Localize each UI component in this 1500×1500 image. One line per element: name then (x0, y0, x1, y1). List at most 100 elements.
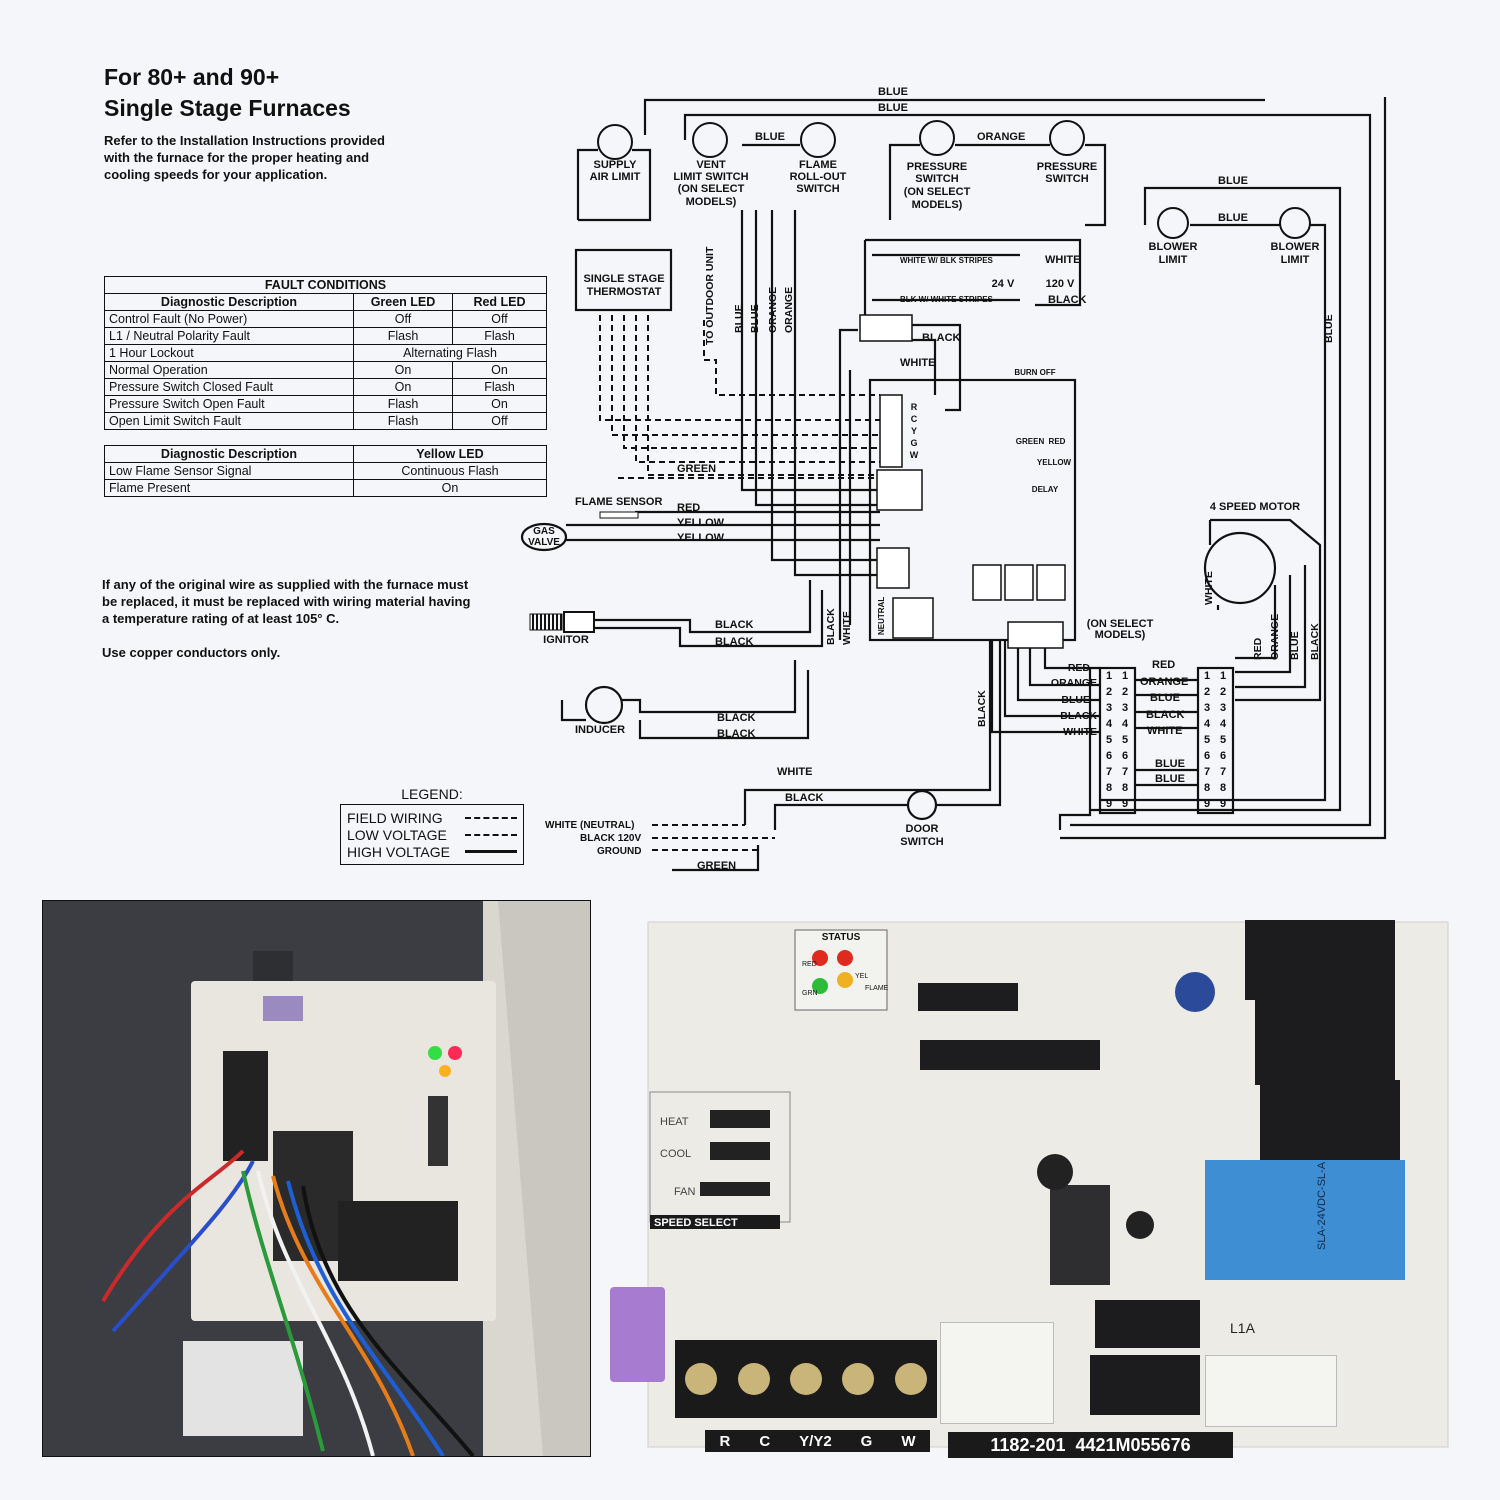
rollout-switch-icon (800, 122, 836, 158)
screw-terminal-icon[interactable] (737, 1363, 770, 1395)
fault-conditions-table: FAULT CONDITIONS Diagnostic Description … (104, 276, 547, 430)
screw-terminal-icon[interactable] (894, 1363, 927, 1395)
intro-text: Refer to the Installation Instructions p… (104, 133, 385, 182)
ignitor-icon (529, 613, 563, 631)
wire-black-v: BLACK (1309, 623, 1321, 660)
wire-black: BLACK (785, 792, 824, 804)
pin-9: 9 (1106, 798, 1112, 810)
wire-white-v: WHITE (1203, 571, 1215, 605)
ignitor-plug-icon (563, 611, 595, 633)
fault-desc: Pressure Switch Open Fault (104, 395, 354, 413)
ic-chip (918, 983, 1018, 1011)
thermostat-l1: SINGLE STAGE (583, 273, 664, 285)
wire-blue: BLUE (1150, 692, 1180, 704)
table-row: Pressure Switch Closed Fault On Flash (104, 378, 547, 396)
replacement-note: If any of the original wire as supplied … (102, 577, 471, 626)
fuse-icon (610, 1287, 665, 1382)
pin-2: 2 (1122, 686, 1128, 698)
connector-plug (1205, 1355, 1337, 1427)
blower-limit-b-l1: BLOWER (1271, 241, 1320, 253)
heat-switch[interactable] (710, 1110, 770, 1128)
fan-switch[interactable] (700, 1182, 770, 1196)
wire-lines (520, 97, 1387, 872)
plug-wire-labels: RED ORANGE BLUE BLACK WHITE (1051, 662, 1098, 738)
burn-off-l1: BURN OFF (1014, 368, 1055, 377)
cool-label: COOL (660, 1148, 691, 1160)
led-yellow-label: YELLOW (1037, 458, 1072, 467)
supply-black: BLACK 120V (580, 833, 641, 844)
fault-green: Flash (353, 412, 453, 430)
transformer-24v: 24 V (992, 278, 1015, 290)
cool-switch[interactable] (710, 1142, 770, 1160)
board-terminal-letters: R C Y G W (910, 402, 919, 460)
relay (1050, 1185, 1110, 1285)
screw-terminal-icon[interactable] (842, 1363, 875, 1395)
pin-7: 7 (1122, 766, 1128, 778)
relay (1090, 1355, 1200, 1415)
fault-red: Flash (452, 378, 547, 396)
pin-4: 4 (1204, 718, 1211, 730)
vent-limit-icon (692, 122, 728, 158)
installed-board-photo (42, 900, 591, 1457)
capacitor (1175, 972, 1215, 1012)
table-row: Flame Present On (104, 479, 547, 497)
pin-6: 6 (1122, 750, 1128, 762)
wire-blue-v: BLUE (733, 304, 745, 333)
pin-9: 9 (1220, 798, 1226, 810)
relay (1095, 1300, 1200, 1348)
yellow-led-table: Diagnostic Description Yellow LED Low Fl… (104, 445, 547, 497)
flame-sensor-label: FLAME SENSOR (575, 496, 662, 508)
screw-terminal-icon[interactable] (685, 1363, 718, 1395)
pin-9: 9 (1122, 798, 1128, 810)
fault-green: Off (353, 310, 453, 328)
legend-high-row: HIGH VOLTAGE (347, 843, 517, 860)
title-line-2: Single Stage Furnaces (104, 95, 351, 121)
on-select-l1: (ON SELECT (1087, 618, 1154, 630)
plug-wire-blue: BLUE (1061, 694, 1090, 706)
wire-red: RED (677, 502, 700, 514)
status-panel (794, 929, 888, 1011)
wire-green: GREEN (697, 860, 736, 872)
yellow-value: On (353, 479, 547, 497)
legend-box: FIELD WIRING LOW VOLTAGE HIGH VOLTAGE (340, 804, 524, 865)
wiring-notes: If any of the original wire as supplied … (102, 576, 472, 678)
pin-8: 8 (1122, 782, 1128, 794)
wire-orange: ORANGE (1140, 676, 1188, 688)
ignitor-label: IGNITOR (543, 634, 589, 646)
rollout-l2: ROLL-OUT (790, 171, 847, 183)
table-row: Normal Operation On On (104, 361, 547, 379)
wire-yellow: YELLOW (677, 517, 725, 529)
pressure-l2: SWITCH (1045, 173, 1088, 185)
wire-black-v: BLACK (976, 690, 988, 727)
gas-valve-l1: GAS (533, 526, 555, 537)
door-switch-l2: SWITCH (900, 836, 943, 848)
pin-1: 1 (1204, 670, 1210, 682)
wire-black: BLACK (922, 332, 961, 344)
yellow-header-desc: Diagnostic Description (104, 445, 354, 463)
blower-limit-b-l2: LIMIT (1281, 254, 1310, 266)
pin-5: 5 (1106, 734, 1112, 746)
relay (1260, 1080, 1400, 1165)
wire-orange-v: ORANGE (767, 287, 779, 333)
vent-limit-l4: MODELS) (686, 196, 737, 208)
fan-label: FAN (674, 1186, 695, 1198)
screw-terminal-icon[interactable] (789, 1363, 822, 1395)
wire-blue: BLUE (878, 86, 908, 98)
pin-7: 7 (1106, 766, 1112, 778)
transformer-120v: 120 V (1046, 278, 1075, 290)
capacitor (1037, 1154, 1073, 1190)
wiring-diagram: SUPPLY AIR LIMIT VENT LIMIT SWITCH (ON S… (520, 86, 1387, 872)
flame-sensor-icon (599, 511, 639, 519)
solid-line-icon (465, 850, 517, 853)
table-row: Pressure Switch Open Fault Flash On (104, 395, 547, 413)
led-yel-text: YEL (855, 973, 868, 980)
red-led-icon (812, 950, 828, 966)
yellow-led-icon (837, 972, 853, 988)
to-outdoor-unit: TO OUTDOOR UNIT (704, 246, 716, 345)
wire-blue: BLUE (878, 102, 908, 114)
wire-red-v: RED (1252, 637, 1264, 660)
pin-9: 9 (1204, 798, 1210, 810)
blue-relay (1205, 1160, 1405, 1280)
component-symbols (597, 120, 1311, 239)
pressure-switch-icon (919, 120, 955, 156)
